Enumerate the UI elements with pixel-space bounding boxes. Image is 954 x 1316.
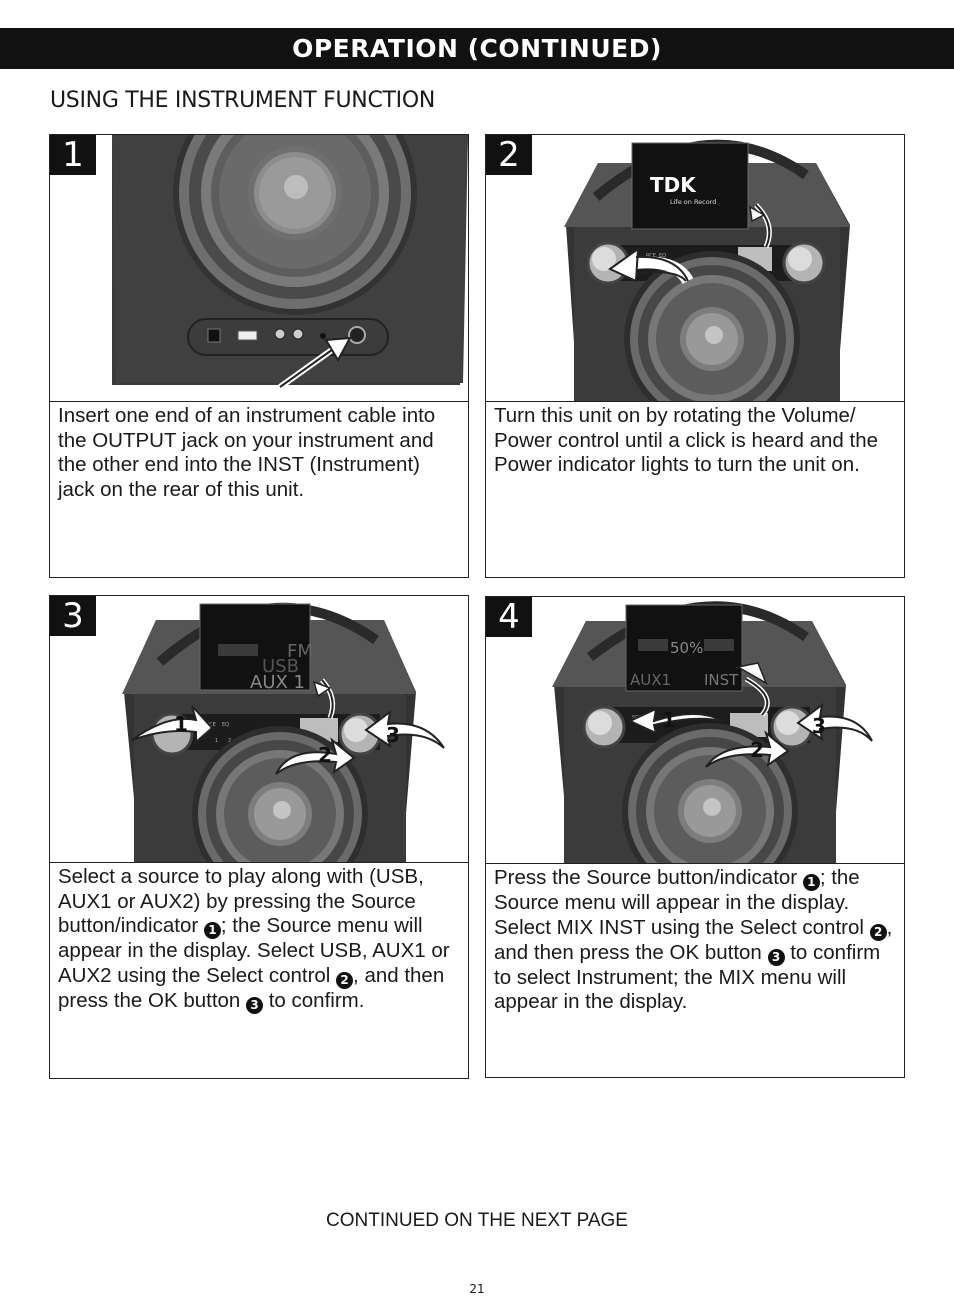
step-number: 4 [486, 597, 532, 637]
divider [486, 863, 904, 864]
step-2-illustration: RCE EQ TDK Life on Record [486, 135, 904, 401]
step-4-instructions: Press the Source button/indicator 1; the… [494, 866, 893, 1014]
display-right: INST [704, 671, 739, 689]
step-3-panel: RCE EQ 1 2 3 4 5 FM USB AUX 1 1 [49, 595, 469, 1079]
bullet-3: 3 [246, 996, 264, 1014]
section-title: USING THE INSTRUMENT FUNCTION [50, 88, 436, 113]
callout-3: 3 [812, 714, 826, 738]
display-line-2: USB [262, 656, 299, 677]
display-left: AUX1 [630, 671, 671, 689]
bullet-2: 2 [336, 971, 354, 989]
divider [486, 401, 904, 402]
step-1-illustration [50, 135, 468, 401]
display-tagline: Life on Record [670, 198, 716, 206]
display-brand: TDK [650, 173, 697, 197]
step-3-instructions: Select a source to play along with (USB,… [58, 865, 450, 1014]
step-4-illustration: SOURCE 50% AUX1 INST 1 2 3 [486, 597, 904, 863]
eq-label: EQ [222, 722, 229, 728]
display-percent: 50% [670, 639, 703, 657]
step-2-panel: RCE EQ TDK Life on Record 2 Turn this un… [485, 134, 905, 578]
callout-2: 2 [750, 738, 764, 762]
step-number: 3 [50, 596, 96, 636]
step-number: 2 [486, 135, 532, 175]
page-header: OPERATION (CONTINUED) [0, 28, 954, 69]
step-2-instructions: Turn this unit on by rotating the Volume… [494, 404, 879, 477]
bullet-2: 2 [869, 923, 887, 941]
step-4-panel: SOURCE 50% AUX1 INST 1 2 3 4 P [485, 596, 905, 1078]
page-number: 21 [469, 1282, 485, 1296]
callout-2: 2 [318, 743, 332, 767]
callout-1: 1 [662, 708, 676, 732]
bullet-1: 1 [802, 874, 820, 891]
divider [50, 401, 468, 402]
source-label: RCE [206, 722, 216, 728]
preset-2: 2 [228, 738, 231, 744]
preset-1: 1 [215, 738, 218, 744]
step-3-illustration: RCE EQ 1 2 3 4 5 FM USB AUX 1 1 [50, 596, 468, 862]
step-1-instructions: Insert one end of an instrument cable in… [58, 404, 436, 501]
step-number: 1 [50, 135, 96, 175]
display-line-3: AUX 1 [250, 672, 305, 693]
display-line-1: FM [287, 641, 313, 662]
callout-3: 3 [386, 723, 400, 747]
continued-note: CONTINUED ON THE NEXT PAGE [326, 1210, 628, 1231]
step-1-panel: 1 Insert one end of an instrument cable … [49, 134, 469, 578]
bullet-3: 3 [767, 948, 785, 966]
callout-1: 1 [174, 712, 188, 736]
panel-label: RCE EQ [646, 253, 666, 259]
bullet-1: 1 [203, 922, 221, 940]
divider [50, 862, 468, 863]
